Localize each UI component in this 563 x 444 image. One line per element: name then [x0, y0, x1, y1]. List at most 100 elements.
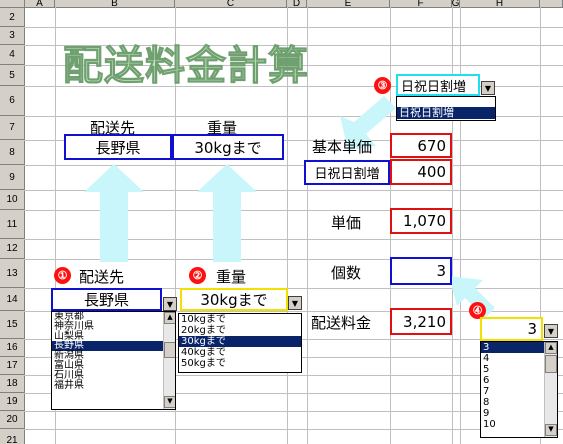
row-header[interactable]: 18: [0, 375, 25, 393]
row-header[interactable]: 21: [0, 429, 25, 444]
row-header[interactable]: 17: [0, 357, 25, 375]
row-header[interactable]: 7: [0, 116, 25, 140]
list-item[interactable]: 山梨県: [54, 330, 84, 342]
list-item[interactable]: 5: [483, 364, 490, 375]
fee-label: 配送料金: [311, 314, 372, 332]
list-item[interactable]: 新潟県: [54, 350, 84, 362]
row-header[interactable]: 3: [0, 27, 25, 45]
holiday-label: 日祝日割増: [314, 167, 380, 182]
list-item[interactable]: 9: [483, 408, 490, 419]
select-all-corner[interactable]: [0, 0, 25, 8]
count-dropdown-button[interactable]: ▼: [544, 324, 558, 338]
unit-price-value: 1,070: [390, 208, 452, 234]
scroll-up-icon[interactable]: ▲: [164, 312, 175, 324]
list-item[interactable]: 7: [483, 386, 490, 397]
row-header[interactable]: 19: [0, 393, 25, 411]
column-header-f[interactable]: F: [390, 0, 452, 9]
row-header[interactable]: 13: [0, 259, 25, 288]
holiday-label-box: 日祝日割増: [304, 160, 390, 185]
list-item[interactable]: 6: [483, 375, 490, 386]
dest-display: 長野県: [64, 134, 172, 160]
list-item[interactable]: 福井県: [54, 379, 84, 391]
holiday-dropdown-button[interactable]: ▼: [481, 81, 495, 95]
weight-combo[interactable]: 30kgまで: [180, 288, 288, 311]
column-header-a[interactable]: A: [25, 0, 55, 9]
column-header-e[interactable]: E: [307, 0, 390, 9]
fee-number: 3,210: [403, 312, 446, 331]
chevron-down-icon: ▼: [291, 298, 299, 308]
dest-scrollbar[interactable]: ▲ ▼: [163, 312, 175, 409]
column-header-c[interactable]: C: [175, 0, 287, 9]
weight-display: 30kgまで: [172, 134, 284, 160]
list-item[interactable]: 3: [481, 342, 557, 353]
count-combo-value: 3: [527, 320, 537, 338]
unit-price-number: 1,070: [403, 212, 446, 230]
column-header-b[interactable]: B: [55, 0, 175, 9]
scroll-down-icon[interactable]: ▼: [545, 424, 557, 436]
dest-combo-value: 長野県: [83, 291, 129, 309]
scroll-thumb[interactable]: [164, 342, 175, 358]
holiday-options-list[interactable]: 日祝日割増: [396, 96, 496, 121]
dest-dropdown-button[interactable]: ▼: [163, 297, 177, 311]
scroll-up-icon[interactable]: ▲: [545, 342, 557, 354]
step2-label: 重量: [216, 268, 247, 286]
unit-price-label: 単価: [331, 214, 362, 232]
row-header[interactable]: 4: [0, 45, 25, 65]
scroll-thumb[interactable]: [545, 355, 557, 373]
count-options-list[interactable]: 3 4 5 6 7 8 9 10 ▲ ▼: [480, 341, 558, 438]
row-header[interactable]: 10: [0, 190, 25, 210]
row-header[interactable]: 15: [0, 311, 25, 339]
list-item[interactable]: 4: [483, 353, 490, 364]
base-price-number: 670: [417, 136, 446, 155]
row-header[interactable]: 9: [0, 165, 25, 190]
chevron-down-icon: ▼: [484, 83, 492, 93]
row-header[interactable]: 5: [0, 65, 25, 86]
count-combo[interactable]: 3: [480, 317, 543, 341]
holiday-value: 400: [390, 159, 452, 185]
weight-display-value: 30kgまで: [194, 138, 262, 157]
dest-options-list[interactable]: 東京都 神奈川県 山梨県 長野県 新潟県 富山県 石川県 福井県 ▲ ▼: [51, 311, 176, 410]
list-item[interactable]: 10kgまで: [181, 314, 226, 325]
holiday-combo-value: 日祝日割増: [401, 79, 467, 95]
holiday-combo[interactable]: 日祝日割増: [396, 74, 480, 96]
list-item[interactable]: 8: [483, 397, 490, 408]
row-header[interactable]: 14: [0, 288, 25, 311]
list-item[interactable]: 東京都: [54, 311, 84, 322]
list-item[interactable]: 日祝日割増: [397, 107, 495, 119]
step3-number-icon: ③: [374, 77, 391, 94]
list-item[interactable]: 20kgまで: [181, 325, 226, 336]
scroll-down-icon[interactable]: ▼: [164, 396, 175, 408]
count-scrollbar[interactable]: ▲ ▼: [544, 342, 557, 437]
column-header-d[interactable]: D: [287, 0, 307, 9]
weight-dropdown-button[interactable]: ▼: [288, 296, 302, 310]
row-header[interactable]: 20: [0, 411, 25, 429]
count-label: 個数: [331, 264, 362, 282]
arrow-diagonal-holiday-icon: [340, 96, 396, 150]
fee-value: 3,210: [390, 308, 452, 335]
row-header[interactable]: 8: [0, 140, 25, 165]
list-item[interactable]: 30kgまで: [179, 336, 301, 347]
dest-combo[interactable]: 長野県: [51, 288, 162, 311]
column-header-g[interactable]: G: [451, 0, 460, 9]
arrow-up-dest-icon: [84, 164, 144, 262]
arrow-up-weight-icon: [197, 164, 257, 262]
list-item[interactable]: 50kgまで: [181, 358, 226, 369]
column-header-i[interactable]: [540, 0, 563, 8]
list-item[interactable]: 神奈川県: [54, 320, 94, 332]
list-item[interactable]: 石川県: [54, 369, 84, 381]
list-item[interactable]: 富山県: [54, 359, 84, 371]
chevron-down-icon: ▼: [166, 299, 174, 309]
column-header-h[interactable]: H: [460, 0, 540, 9]
row-header[interactable]: 6: [0, 86, 25, 116]
count-value: 3: [390, 257, 452, 285]
weight-options-list[interactable]: 10kgまで 20kgまで 30kgまで 40kgまで 50kgまで: [178, 313, 302, 373]
row-header[interactable]: 12: [0, 239, 25, 259]
step4-number-icon: ④: [469, 302, 486, 319]
row-header[interactable]: 2: [0, 8, 25, 27]
list-item[interactable]: 10: [483, 419, 496, 430]
list-item[interactable]: 40kgまで: [181, 347, 226, 358]
weight-header-label: 重量: [207, 119, 238, 137]
row-header[interactable]: 11: [0, 210, 25, 239]
list-item[interactable]: 長野県: [52, 341, 175, 352]
row-header[interactable]: 16: [0, 339, 25, 357]
